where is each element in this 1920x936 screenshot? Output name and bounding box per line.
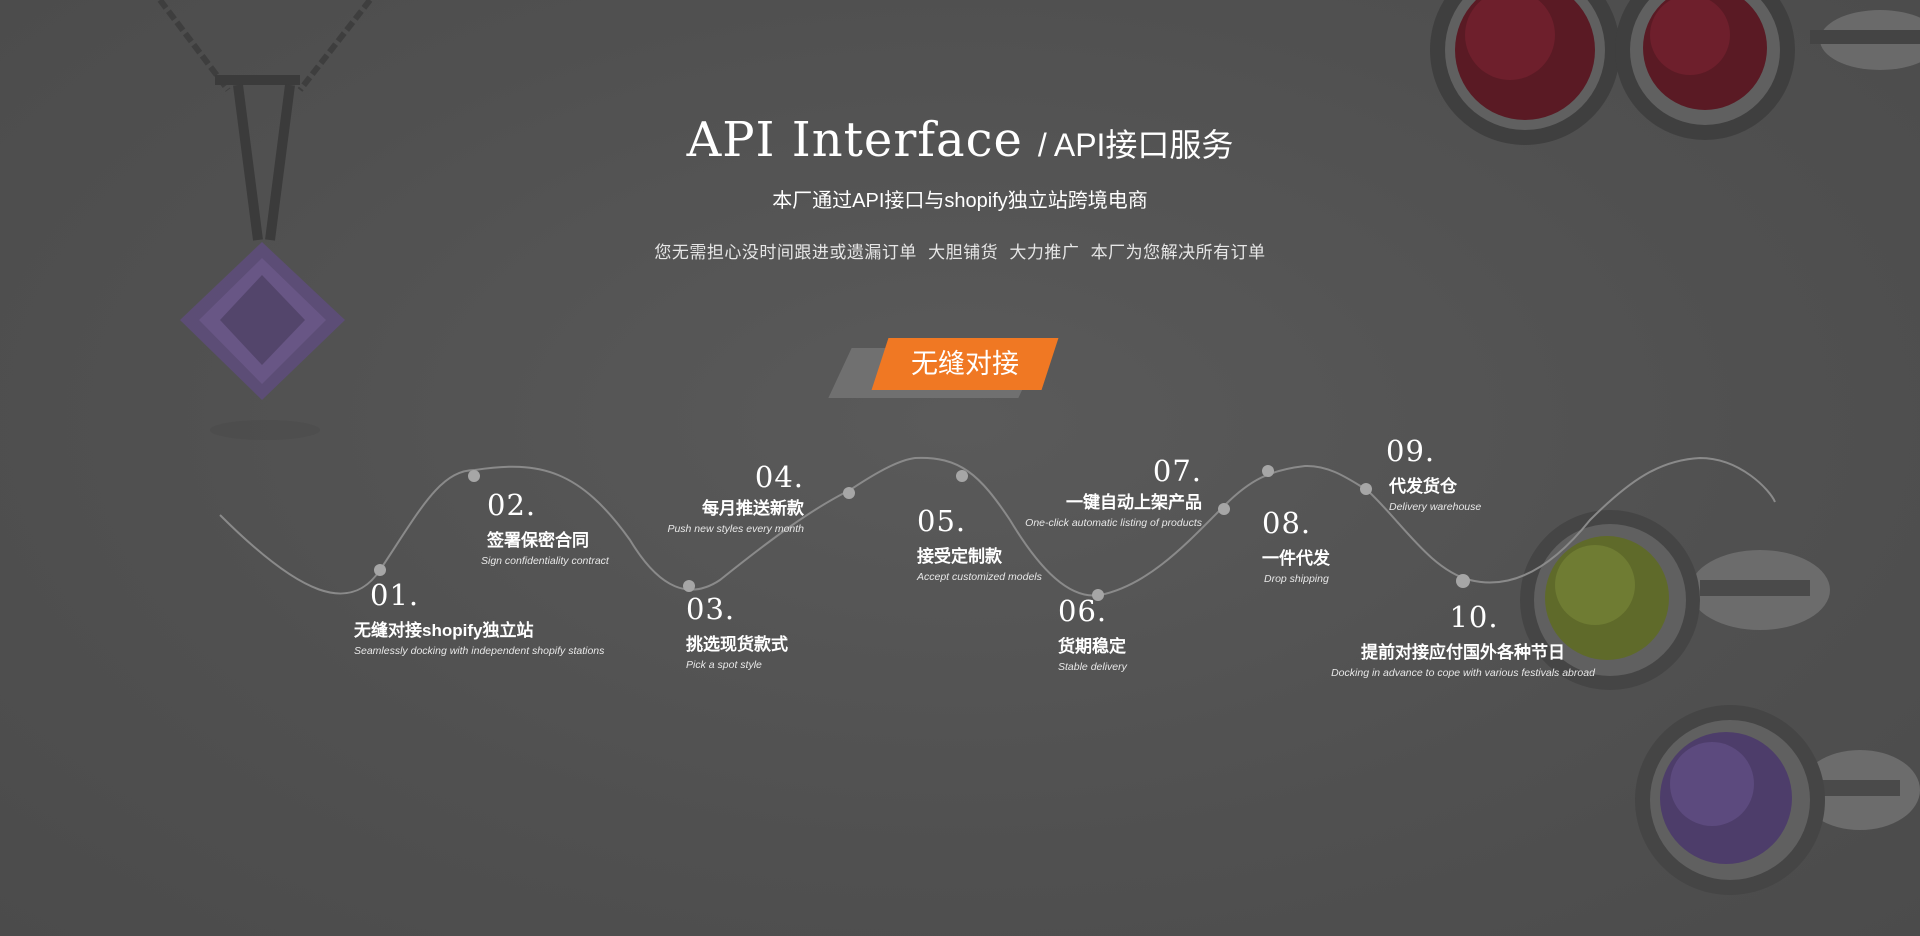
- seamless-docking-badge: 无缝对接: [828, 338, 1070, 402]
- step-09: 09. 代发货仓 Delivery warehouse: [1386, 434, 1481, 513]
- timeline-dot-03: [683, 580, 695, 592]
- step-subtitle: Pick a spot style: [686, 659, 762, 671]
- step-03: 03. 挑选现货款式 Pick a spot style: [686, 592, 788, 671]
- badge-label: 无缝对接: [911, 349, 1019, 379]
- step-08: 08. 一件代发 Drop shipping: [1262, 506, 1330, 585]
- step-number: 01.: [370, 578, 420, 612]
- step-number: 07.: [1152, 454, 1202, 488]
- step-06: 06. 货期稳定 Stable delivery: [1058, 594, 1127, 673]
- title-suffix: / API接口服务: [1028, 127, 1234, 163]
- step-title: 一件代发: [1262, 549, 1330, 568]
- step-subtitle: Sign confidentiality contract: [481, 555, 609, 567]
- page-title: API Interface / API接口服务: [0, 112, 1920, 168]
- description: 您无需担心没时间跟进或遗漏订单 大胆铺货 大力推广 本厂为您解决所有订单: [654, 243, 1266, 262]
- step-number: 02.: [487, 488, 537, 522]
- step-number: 05.: [917, 504, 967, 538]
- step-07: 07. 一键自动上架产品 One-click automatic listing…: [1010, 454, 1202, 529]
- step-title: 签署保密合同: [487, 531, 589, 550]
- step-title: 货期稳定: [1058, 637, 1126, 656]
- peridot-earring-image: [1520, 510, 1830, 690]
- timeline-dot-02: [468, 470, 480, 482]
- timeline-dot-10: [1456, 574, 1470, 588]
- step-04: 04. 每月推送新款 Push new styles every month: [660, 460, 804, 535]
- step-01: 01. 无缝对接shopify独立站 Seamlessly docking wi…: [354, 578, 604, 657]
- timeline-dot-05: [956, 470, 968, 482]
- step-subtitle: Delivery warehouse: [1389, 501, 1482, 513]
- title-main: API Interface: [686, 112, 1023, 168]
- timeline-dot-01: [374, 564, 386, 576]
- step-title: 接受定制款: [917, 547, 1002, 566]
- timeline-dots: [374, 465, 1470, 601]
- step-number: 09.: [1386, 434, 1436, 468]
- step-02: 02. 签署保密合同 Sign confidentiality contract: [481, 488, 609, 567]
- ruby-earrings-image: [1430, 0, 1920, 145]
- step-subtitle: Seamlessly docking with independent shop…: [354, 645, 605, 657]
- step-subtitle: One-click automatic listing of products: [1025, 517, 1202, 529]
- step-subtitle: Stable delivery: [1058, 661, 1127, 673]
- timeline-dot-09: [1360, 483, 1372, 495]
- timeline-dot-04: [843, 487, 855, 499]
- step-title: 无缝对接shopify独立站: [354, 621, 534, 640]
- step-05: 05. 接受定制款 Accept customized models: [917, 504, 1042, 583]
- subtitle: 本厂通过API接口与shopify独立站跨境电商: [772, 190, 1148, 212]
- timeline-dot-07: [1218, 503, 1230, 515]
- step-number: 04.: [754, 460, 804, 494]
- step-title: 提前对接应付国外各种节日: [1361, 643, 1565, 662]
- step-title: 每月推送新款: [702, 499, 804, 518]
- step-subtitle: Accept customized models: [917, 571, 1042, 583]
- step-10: 10. 提前对接应付国外各种节日 Docking in advance to c…: [1330, 600, 1596, 679]
- amethyst-earring-image: [1635, 705, 1920, 895]
- pendant-amethyst-image: [157, 0, 373, 440]
- step-title: 代发货仓: [1389, 477, 1457, 496]
- step-number: 08.: [1262, 506, 1312, 540]
- timeline-dot-06: [1092, 589, 1104, 601]
- step-subtitle: Push new styles every month: [667, 523, 804, 535]
- timeline-wave: [219, 456, 1776, 597]
- step-number: 10.: [1449, 600, 1499, 634]
- step-title: 一键自动上架产品: [1066, 493, 1202, 512]
- step-subtitle: Docking in advance to cope with various …: [1331, 667, 1595, 679]
- step-number: 06.: [1058, 594, 1108, 628]
- timeline-dot-08: [1262, 465, 1274, 477]
- step-title: 挑选现货款式: [686, 635, 788, 654]
- step-subtitle: Drop shipping: [1264, 573, 1329, 585]
- step-number: 03.: [686, 592, 736, 626]
